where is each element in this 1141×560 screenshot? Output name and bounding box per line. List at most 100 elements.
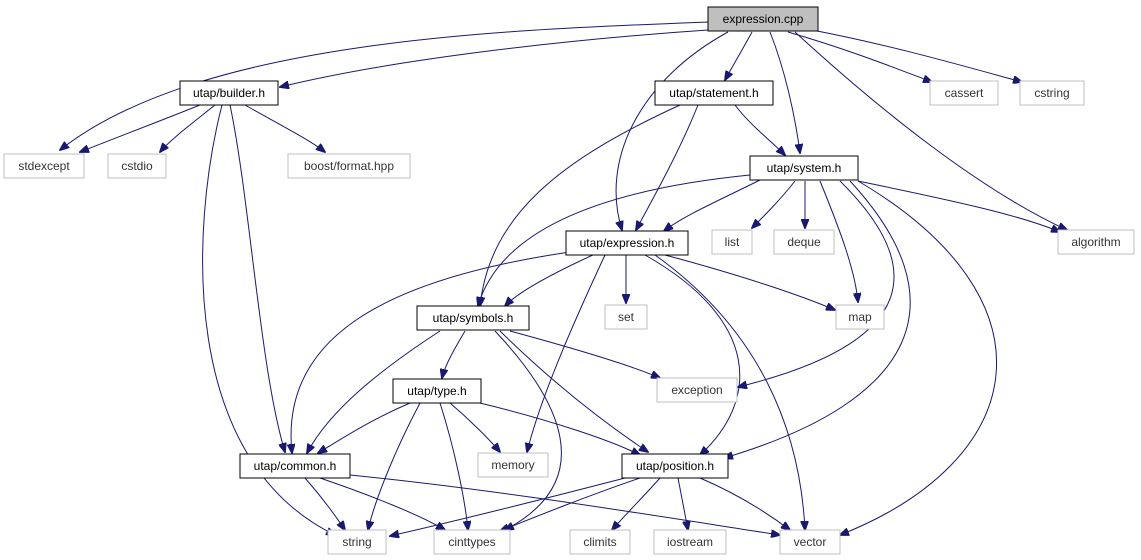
edge-type-h-to-memory xyxy=(449,402,500,452)
edge-symbols-h-to-position-h xyxy=(499,330,648,452)
edge-builder-h-to-cstdio xyxy=(160,104,216,152)
edge-system-h-to-exception xyxy=(738,180,895,387)
edge-system-h-to-algorithm xyxy=(857,180,1060,232)
edge-common-h-to-string xyxy=(304,477,345,530)
edge-statement-h-to-system-h xyxy=(734,104,785,155)
node-label: deque xyxy=(787,235,821,249)
edge-type-h-to-position-h xyxy=(479,402,640,455)
edge-symbols-h-to-cinttypes xyxy=(494,330,562,530)
node-label: utap/expression.h xyxy=(580,236,675,250)
node-boost-format[interactable]: boost/format.hpp xyxy=(287,153,411,179)
edge-system-h-to-symbols-h xyxy=(478,174,751,306)
node-expression-cpp[interactable]: expression.cpp xyxy=(707,6,819,32)
node-label: algorithm xyxy=(1071,235,1120,249)
node-label: cstring xyxy=(1034,86,1069,100)
edge-symbols-h-to-common-h xyxy=(307,330,441,453)
node-memory[interactable]: memory xyxy=(477,452,549,478)
node-label: utap/builder.h xyxy=(193,86,265,100)
node-label: cstdio xyxy=(121,159,153,173)
node-system-h[interactable]: utap/system.h xyxy=(749,155,859,181)
edge-expression-h-to-map xyxy=(664,254,835,310)
node-cinttypes[interactable]: cinttypes xyxy=(433,529,511,555)
node-set[interactable]: set xyxy=(604,304,648,330)
edge-system-h-to-vector xyxy=(840,180,997,535)
edge-statement-h-to-symbols-h xyxy=(480,104,681,306)
node-label: memory xyxy=(491,458,534,472)
edge-builder-h-to-boost-format xyxy=(244,104,325,152)
node-label: expression.cpp xyxy=(723,12,804,26)
node-statement-h[interactable]: utap/statement.h xyxy=(654,80,774,106)
edge-symbols-h-to-type-h xyxy=(442,330,466,378)
edge-expression-h-to-position-h xyxy=(644,254,741,455)
node-label: vector xyxy=(794,535,827,549)
node-type-h[interactable]: utap/type.h xyxy=(392,378,482,404)
edge-builder-h-to-common-h xyxy=(229,104,285,452)
node-builder-h[interactable]: utap/builder.h xyxy=(179,80,279,106)
node-iostream[interactable]: iostream xyxy=(653,529,727,555)
edge-symbols-h-to-exception xyxy=(509,330,660,378)
node-cstdio[interactable]: cstdio xyxy=(107,153,167,179)
edge-expression-h-to-symbols-h xyxy=(505,253,596,306)
node-label: stdexcept xyxy=(18,159,70,173)
node-algorithm[interactable]: algorithm xyxy=(1057,229,1135,255)
edge-builder-h-to-string xyxy=(202,104,335,535)
edge-position-h-to-climits xyxy=(612,477,661,530)
edge-expression-cpp-to-algorithm xyxy=(794,31,1067,230)
node-cstring[interactable]: cstring xyxy=(1019,80,1085,106)
edge-type-h-to-string xyxy=(368,402,421,530)
edge-expression-cpp-to-system-h xyxy=(769,31,800,153)
node-expression-h[interactable]: utap/expression.h xyxy=(565,230,689,256)
node-label: boost/format.hpp xyxy=(304,159,394,173)
node-label: utap/symbols.h xyxy=(433,311,514,325)
node-label: iostream xyxy=(667,535,713,549)
node-symbols-h[interactable]: utap/symbols.h xyxy=(416,305,530,331)
edge-system-h-to-list xyxy=(752,180,796,228)
edge-expression-cpp-to-builder-h xyxy=(280,29,709,87)
node-map[interactable]: map xyxy=(835,304,885,330)
edge-expression-cpp-to-stdexcept xyxy=(60,21,709,150)
node-label: exception xyxy=(671,383,722,397)
node-label: utap/statement.h xyxy=(669,86,758,100)
edge-position-h-to-iostream xyxy=(677,477,688,530)
edge-builder-h-to-stdexcept xyxy=(80,104,201,152)
node-label: cinttypes xyxy=(448,535,495,549)
node-label: climits xyxy=(583,535,616,549)
edge-common-h-to-cinttypes xyxy=(319,477,445,530)
node-position-h[interactable]: utap/position.h xyxy=(621,453,729,479)
node-label: string xyxy=(342,535,371,549)
node-stdexcept[interactable]: stdexcept xyxy=(3,153,85,179)
edge-system-h-to-position-h xyxy=(724,180,911,458)
node-climits[interactable]: climits xyxy=(569,529,631,555)
edge-type-h-to-cinttypes xyxy=(439,402,468,530)
node-vector[interactable]: vector xyxy=(779,529,841,555)
node-label: utap/type.h xyxy=(407,384,466,398)
edge-expression-cpp-to-cstring xyxy=(811,29,1022,82)
edge-position-h-to-vector xyxy=(699,477,790,530)
node-label: set xyxy=(618,310,635,324)
node-list[interactable]: list xyxy=(711,229,753,255)
node-string[interactable]: string xyxy=(327,529,387,555)
edges xyxy=(60,21,1067,536)
edge-system-h-to-map xyxy=(819,180,858,302)
edge-expression-h-to-vector xyxy=(654,254,805,530)
edge-system-h-to-expression-h xyxy=(664,179,761,231)
node-common-h[interactable]: utap/common.h xyxy=(239,453,351,479)
node-label: list xyxy=(725,235,740,249)
node-label: utap/position.h xyxy=(636,459,714,473)
edge-statement-h-to-expression-h xyxy=(636,104,699,230)
node-label: utap/system.h xyxy=(767,161,842,175)
node-cassert[interactable]: cassert xyxy=(929,80,999,106)
node-label: cassert xyxy=(945,86,984,100)
node-label: map xyxy=(848,310,872,324)
edge-position-h-to-cinttypes xyxy=(500,477,641,531)
edge-expression-h-to-memory xyxy=(527,254,606,452)
edge-expression-cpp-to-expression-h xyxy=(616,31,729,230)
edge-expression-cpp-to-cassert xyxy=(787,31,932,82)
nodes: expression.cpp utap/builder.h utap/state… xyxy=(3,6,1135,555)
edge-type-h-to-common-h xyxy=(318,402,411,453)
node-deque[interactable]: deque xyxy=(773,229,835,255)
edge-expression-cpp-to-statement-h xyxy=(725,31,753,80)
edge-position-h-to-string xyxy=(390,477,626,536)
node-exception[interactable]: exception xyxy=(656,377,738,403)
